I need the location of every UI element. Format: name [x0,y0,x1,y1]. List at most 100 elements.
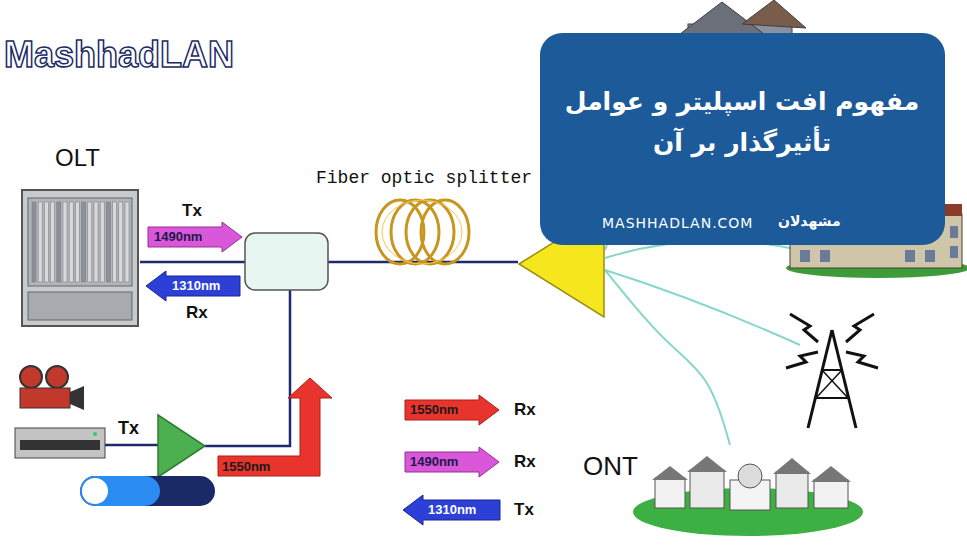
wdm-coupler [245,233,328,290]
wavelength-label: 1550nm [222,459,270,474]
signal-arrows [146,271,240,301]
rack-slots [125,202,129,282]
school-icon [800,250,810,262]
radio-tower [786,352,818,368]
fiber-coil [376,200,424,264]
wavelength-label: 1550nm [410,402,458,417]
decor-pill [80,476,215,506]
rack-slots [69,202,73,282]
signal-arrows [405,395,499,425]
drop-fibers [605,241,800,258]
decor-pill [80,476,215,506]
ont-group: ONT [580,445,860,537]
ont-houses [690,470,724,508]
wavelength-label: 1310nm [172,278,220,293]
video-source [46,366,68,388]
signal-name: Tx [118,418,139,439]
house-icon [742,0,806,28]
radio-tower [816,370,842,398]
site-url: MASHHADLAN.COM [602,215,753,231]
decor-pill [80,476,160,506]
ont-houses [738,464,762,488]
wavelength-label: 1310nm [428,502,476,517]
signal-arrows [218,378,332,476]
signal-arrows [403,495,500,525]
olt-rack [22,190,138,326]
drop-fibers [605,50,800,345]
rack-slots [32,202,36,282]
video-fiber [158,415,205,477]
rack-slots [32,202,129,282]
video-fiber [205,290,290,446]
signal-name: Rx [514,400,536,420]
signal-name: Rx [186,303,208,323]
school-icon [950,226,958,238]
ont-houses [687,456,727,472]
video-source [93,432,97,436]
signal-arrows [405,447,499,477]
olt-rack [28,292,132,320]
wavelength-label: 1490nm [154,229,202,244]
radio-tower [786,314,878,428]
rack-slots [100,202,104,282]
rack-slots [88,202,92,282]
ont-houses [814,480,848,508]
rack-slots [82,202,86,282]
splitter-label: Fiber optic splitter [316,168,532,188]
video-source [70,386,84,410]
school-icon [820,250,830,262]
radio-tower [846,314,874,342]
house-icon [770,36,780,48]
rack-slots [44,202,48,282]
brand-name: مشهدلان [778,213,841,229]
school-icon [790,214,962,268]
rack-slots [119,202,123,282]
splitter-triangle [519,211,604,317]
fiber-coil [406,200,454,264]
radio-tower [816,397,848,399]
olt-unit: OLT [18,140,140,330]
banner-title: مفهوم افت اسپلیتر و عوامل تأثیرگذار بر آ… [562,81,922,164]
ont-houses [776,472,808,508]
video-source [15,428,105,458]
fiber-splitter: Fiber optic splitter [518,210,605,318]
olt-rack [28,198,132,286]
drop-fiber [605,270,730,445]
video-source [20,440,100,450]
watermark: MashhadLAN [4,34,234,76]
title-banner: مفهوم افت اسپلیتر و عوامل تأثیرگذار بر آ… [540,33,945,245]
school-icon [912,178,928,188]
rack-slots [57,202,61,282]
rack-slots [51,202,55,282]
school-icon [925,250,935,262]
signal-arrows [148,222,242,252]
decor-pill [82,478,108,504]
video-fiber [105,290,290,477]
splitter-triangle [518,210,605,318]
drop-fibers [605,270,800,345]
rack-slots [63,202,67,282]
ont-houses [633,456,863,536]
wavelength-label: 1490nm [410,454,458,469]
rack-slots [38,202,42,282]
rack-slots [75,202,79,282]
radio-tower [790,314,818,342]
school-icon [786,178,967,278]
fiber-coil [391,200,439,264]
rack-slots [94,202,98,282]
drop-fibers [605,50,690,250]
radio-tower [808,330,832,428]
video-fiber [105,444,158,447]
school-icon [950,246,958,258]
school-icon [905,250,915,262]
signal-name: Rx [514,452,536,472]
video-source [20,388,70,408]
fiber-coil [382,200,462,264]
radio-tower [846,352,878,368]
school-icon [840,178,884,222]
signal-name: Tx [182,201,202,221]
